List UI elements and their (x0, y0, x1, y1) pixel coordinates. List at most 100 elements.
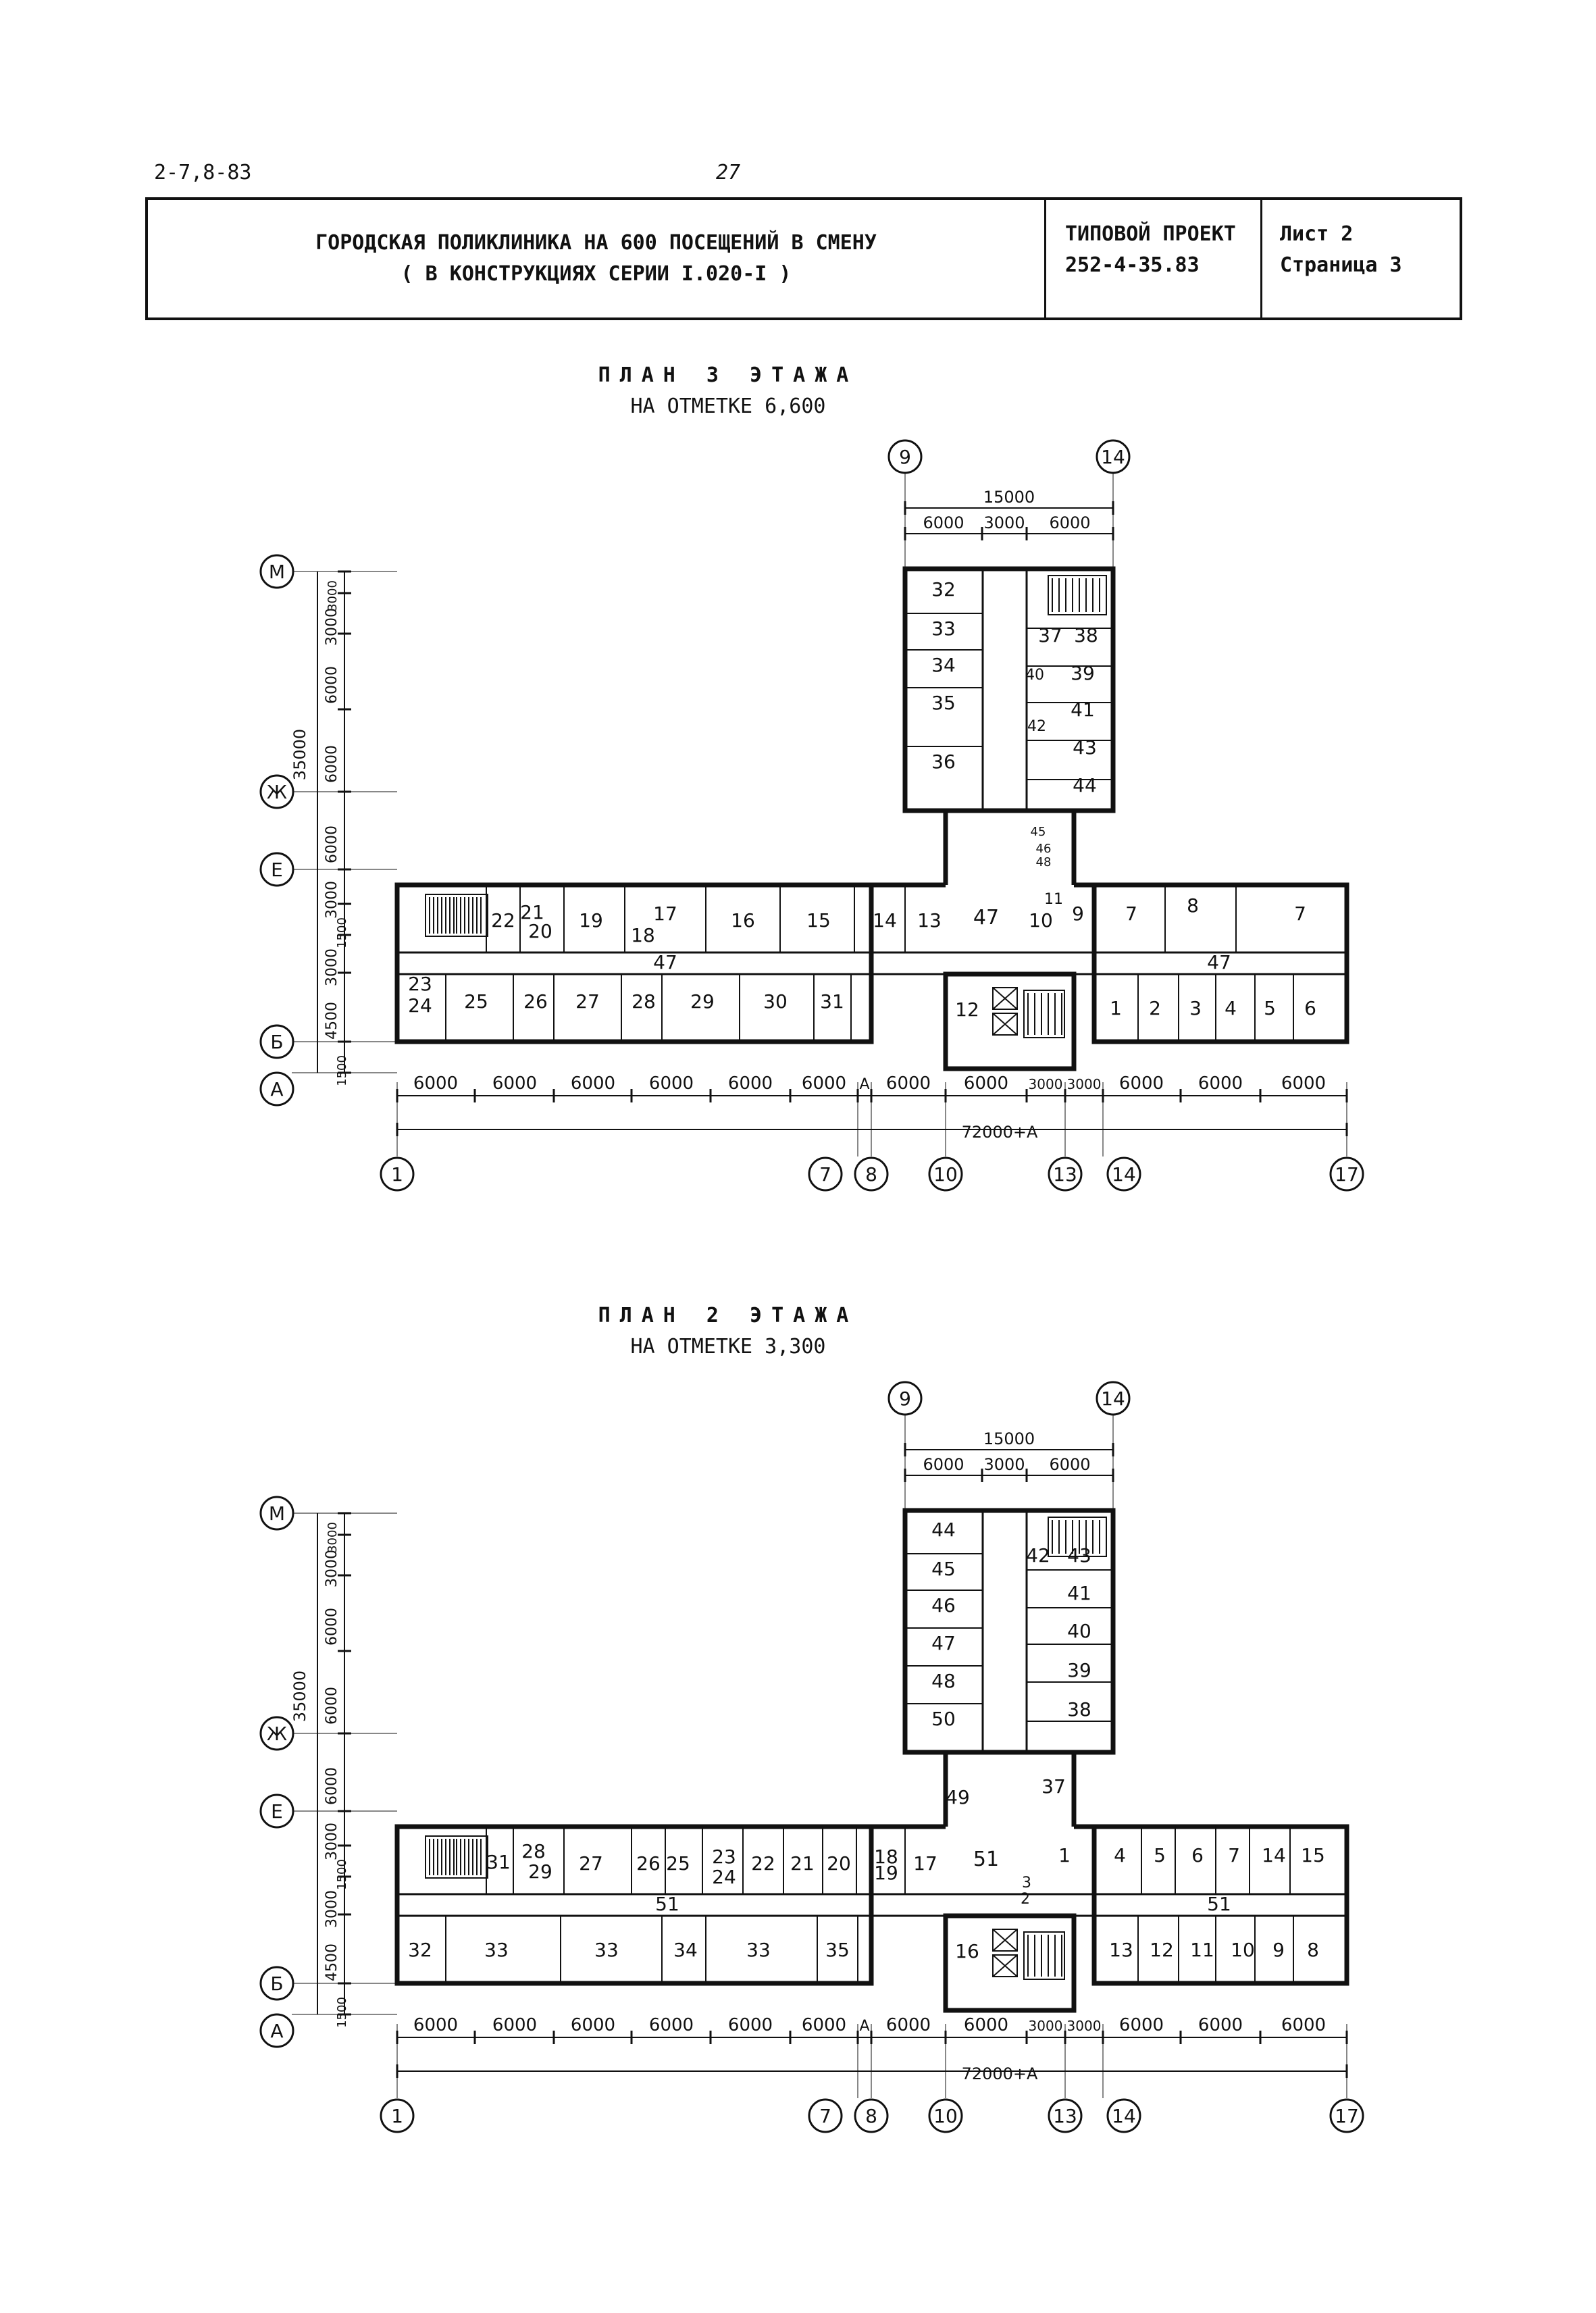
left-dim: 6000 (324, 825, 340, 863)
room-label-wing-right: 39 (1071, 662, 1095, 684)
room-label-bottom-right: 12 (1150, 1939, 1174, 1961)
room-label-top-left: 26 (636, 1852, 661, 1875)
plan-3-subtitle: НА ОТМЕТКЕ 6,600 (630, 395, 826, 418)
bottom-axis-bubble: 1 (391, 1163, 403, 1186)
left-dim: 6000 (324, 1767, 340, 1805)
wing-dim: 6000 (1049, 1455, 1090, 1474)
left-axis-bubble-circle (259, 554, 294, 589)
left-axis-bubble: Е (271, 859, 283, 881)
bottom-dim: 6000 (492, 2015, 537, 2035)
room-label-bottom-right: 13 (1109, 1939, 1133, 1961)
left-axis-bubble: Б (270, 1031, 283, 1053)
wing-dim: 6000 (1049, 513, 1090, 532)
left-dim: 3000 (324, 608, 340, 646)
left-axis-bubble-circle (259, 1966, 294, 2001)
stair-core (1023, 1931, 1065, 1980)
title-line-1: ГОРОДСКАЯ ПОЛИКЛИНИКА НА 600 ПОСЕЩЕНИЙ В… (315, 231, 877, 255)
plan-2-title: ПЛАН 2 ЭТАЖА (598, 1304, 858, 1327)
room-label-wing-right: 37 (1041, 1775, 1066, 1798)
left-dim: 1500 (335, 1997, 349, 2028)
bottom-axis-bubble: 8 (865, 1163, 877, 1186)
wing-axis-bubble: 9 (899, 446, 911, 468)
bottom-dim: 6000 (649, 1073, 694, 1094)
bottom-axis-bubble-circle (1048, 2098, 1083, 2133)
bottom-dim: 3000 (1067, 2018, 1102, 2034)
left-dim: 6000 (324, 1608, 340, 1646)
room-label-wing-right: 38 (1074, 624, 1098, 646)
left-total-dim: 35000 (290, 729, 309, 780)
room-label-top-left: 21 (520, 901, 544, 923)
wing-axis-bubble: 14 (1101, 446, 1125, 468)
room-label-wing-right: 44 (1073, 774, 1097, 796)
bottom-dim: 6000 (802, 1073, 846, 1094)
room-label-top-left: 15 (806, 909, 831, 932)
room-label-bottom-left: 28 (632, 990, 656, 1013)
bottom-axis-bubble-circle (928, 1156, 963, 1192)
room-label-bottom-right: 4 (1225, 997, 1237, 1019)
sheet-cell: Лист 2 Страница 3 (1262, 200, 1460, 317)
bottom-axis-bubble: 8 (865, 2105, 877, 2127)
room-label-bottom-left: 35 (825, 1939, 850, 1961)
stair-left (425, 1835, 488, 1879)
room-label-wing-left: 44 (931, 1519, 956, 1541)
room-label-wing-right: 41 (1067, 1582, 1091, 1604)
room-label-wing-left: 49 (946, 1786, 970, 1808)
bottom-dim: 6000 (886, 1073, 931, 1094)
room-label-top-right: 10 (1029, 909, 1053, 932)
room-label-top-right: 4 (1114, 1844, 1126, 1866)
bottom-dim: 6000 (1119, 2015, 1164, 2035)
left-axis-bubble: М (269, 561, 285, 583)
room-label-wing-right: 42 (1026, 1544, 1050, 1567)
elevator-cabin (992, 1929, 1018, 1952)
stair-wing (1048, 1517, 1107, 1557)
room-label-wing-left: 32 (931, 578, 956, 601)
room-label-bottom-left: 24 (408, 994, 432, 1017)
wing-axis-bubble: 9 (899, 1388, 911, 1410)
room-label-bottom-left: 33 (484, 1939, 509, 1961)
room-label-top-right: 9 (1072, 903, 1084, 925)
room-label-bottom-right: 6 (1304, 997, 1316, 1019)
room-label-wing-right: 37 (1038, 624, 1062, 646)
bottom-axis-bubble: 14 (1112, 2105, 1136, 2127)
bottom-dim: 6000 (886, 2015, 931, 2035)
room-label-bottom-left: 33 (746, 1939, 771, 1961)
room-label-top-right: 2 (1021, 1891, 1030, 1908)
bottom-dim: А (859, 2018, 869, 2035)
elevator-cross (992, 987, 1018, 1010)
left-axis-bubble: Ж (267, 1723, 287, 1745)
left-axis-bubble: А (270, 1078, 283, 1100)
bottom-axis-bubble: 10 (933, 1163, 958, 1186)
left-dim: 4500 (324, 1002, 340, 1040)
left-axis-bubble-circle (259, 1024, 294, 1059)
room-label-top-left: 28 (521, 1840, 546, 1862)
left-axis-bubble-circle (259, 1071, 294, 1107)
project-label: ТИПОВОЙ ПРОЕКТ (1065, 222, 1236, 246)
bottom-axis-bubble-circle (854, 2098, 889, 2133)
room-label-top-left: 25 (666, 1852, 690, 1875)
left-dim: 3000 (324, 1823, 340, 1860)
bottom-dim: 6000 (964, 1073, 1008, 1094)
room-label-top-right: 1 (1058, 1844, 1071, 1866)
left-axis-bubble-circle (259, 774, 294, 809)
room-label-bottom-left: 31 (820, 990, 844, 1013)
room-label-wing-right: 40 (1025, 667, 1044, 684)
document-code: 2-7,8-83 (154, 161, 252, 184)
bottom-dim: 6000 (1281, 1073, 1326, 1094)
room-label-top-left: 29 (528, 1860, 552, 1883)
room-label-bottom-left: 29 (690, 990, 715, 1013)
bottom-dim: 6000 (492, 1073, 537, 1094)
wing-total-dim: 15000 (983, 488, 1035, 507)
bottom-dim: 3000 (1029, 2018, 1063, 2034)
bottom-dim: 6000 (413, 2015, 458, 2035)
wing-outline (902, 566, 1116, 813)
room-label-top-left: 13 (917, 909, 942, 932)
room-label-top-left: 22 (751, 1852, 775, 1875)
room-label-top-left: 21 (790, 1852, 815, 1875)
room-label-top-right: 14 (1262, 1844, 1286, 1866)
bottom-dim: 6000 (571, 1073, 615, 1094)
room-label-top-right: 7 (1125, 903, 1137, 925)
room-label-bottom-right: 10 (1231, 1939, 1255, 1961)
left-dim: 3000 (324, 1890, 340, 1928)
